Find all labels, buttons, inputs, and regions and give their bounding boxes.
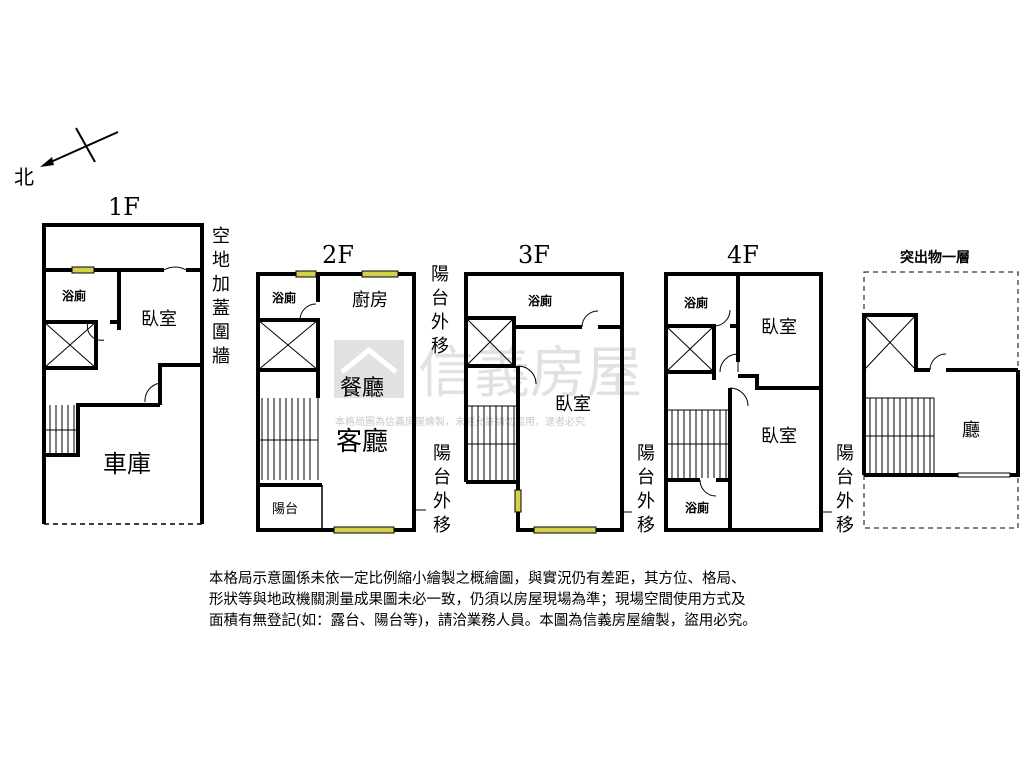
svg-text:台: 台 <box>433 467 451 488</box>
svg-text:外: 外 <box>433 491 451 512</box>
2f-balcony-note-top: 陽 台 外 移 <box>431 264 449 357</box>
1f-bedroom-label: 臥室 <box>141 309 177 330</box>
1f-garage-label: 車庫 <box>103 450 151 478</box>
svg-text:加: 加 <box>212 274 230 295</box>
svg-text:台: 台 <box>431 288 449 309</box>
floor-2f: 2F 浴廁 廚房 餐廳 客廳 陽台 <box>256 241 426 534</box>
2f-bath-label: 浴廁 <box>272 290 296 305</box>
2f-living-label: 客廳 <box>336 427 388 457</box>
svg-text:台: 台 <box>637 467 655 488</box>
floor-4f: 4F 浴廁 臥室 臥室 浴廁 <box>664 241 832 532</box>
svg-text:圍: 圍 <box>212 322 230 343</box>
2f-balcony-label: 陽台 <box>272 502 298 517</box>
svg-text:移: 移 <box>836 515 854 536</box>
svg-text:台: 台 <box>836 467 854 488</box>
4f-balcony-note: 陽 台 外 移 <box>836 443 854 536</box>
svg-text:牆: 牆 <box>212 346 230 367</box>
roof-hall-label: 廳 <box>962 420 980 441</box>
2f-kitchen-label: 廚房 <box>352 289 388 311</box>
floor-1f-title: 1F <box>108 193 140 221</box>
4f-bath-bottom-label: 浴廁 <box>685 500 709 515</box>
svg-text:陽: 陽 <box>433 443 451 464</box>
2f-dining-label: 餐廳 <box>340 376 384 401</box>
svg-text:陽: 陽 <box>637 443 655 464</box>
3f-bath-label: 浴廁 <box>528 293 552 308</box>
watermark-notice: 本格局圖為信義房屋繪製，未經允許請勿盜用，違者必究 <box>335 415 585 428</box>
roof-title: 突出物一層 <box>900 249 970 266</box>
svg-text:外: 外 <box>836 491 854 512</box>
floor-4f-title: 4F <box>727 241 759 269</box>
4f-bath-top-label: 浴廁 <box>684 295 708 310</box>
svg-text:陽: 陽 <box>836 443 854 464</box>
north-arrow: 北 <box>14 127 119 189</box>
4f-bedroom-bottom-label: 臥室 <box>761 426 797 447</box>
floor-3f: 3F 浴廁 臥室 <box>464 241 632 534</box>
svg-text:陽: 陽 <box>431 264 449 285</box>
2f-balcony-note-bottom: 陽 台 外 移 <box>433 443 451 536</box>
north-label: 北 <box>14 165 34 189</box>
svg-text:移: 移 <box>637 515 655 536</box>
disclaimer-line: 形狀等與地政機關測量成果圖未必一致，仍須以房屋現場為準；現場空間使用方式及 <box>209 592 746 608</box>
floor-3f-title: 3F <box>518 241 550 269</box>
floor-1f: 1F 浴廁 臥室 車庫 <box>42 193 204 525</box>
1f-bath-label: 浴廁 <box>62 288 86 303</box>
floor-roof: 突出物一層 廳 <box>862 249 1020 529</box>
svg-text:空: 空 <box>212 226 230 247</box>
watermark-brand: 信義房屋 <box>418 341 642 406</box>
3f-bedroom-label: 臥室 <box>555 394 591 415</box>
1f-side-note: 空 地 加 蓋 圍 牆 <box>212 226 230 367</box>
svg-text:外: 外 <box>637 491 655 512</box>
disclaimer-line: 面積有無登記(如：露台、陽台等)，請洽業務人員。本圖為信義房屋繪製，盜用必究。 <box>209 613 757 629</box>
4f-bedroom-top-label: 臥室 <box>761 317 797 338</box>
watermark: 信義房屋 本格局圖為信義房屋繪製，未經允許請勿盜用，違者必究 <box>334 340 642 428</box>
svg-text:蓋: 蓋 <box>212 298 230 319</box>
floor-2f-title: 2F <box>322 241 354 269</box>
3f-balcony-note: 陽 台 外 移 <box>637 443 655 536</box>
svg-text:移: 移 <box>431 336 449 357</box>
svg-text:外: 外 <box>431 312 449 333</box>
disclaimer-line: 本格局示意圖係未依一定比例縮小繪製之概繪圖，與實況仍有差距，其方位、格局、 <box>209 571 746 587</box>
svg-text:移: 移 <box>433 515 451 536</box>
disclaimer-text: 本格局示意圖係未依一定比例縮小繪製之概繪圖，與實況仍有差距，其方位、格局、 形狀… <box>209 569 849 632</box>
svg-text:地: 地 <box>212 250 230 271</box>
